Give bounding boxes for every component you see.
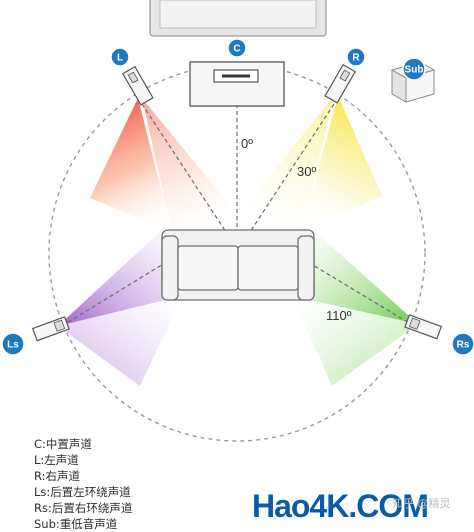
legend-item: Sub:重低音声道 xyxy=(34,517,118,531)
legend-item: C:中置声道 xyxy=(34,437,92,451)
badge-ls-label: Ls xyxy=(7,340,19,351)
badge-c: C xyxy=(227,38,247,58)
right-surround-beam xyxy=(292,218,418,324)
angle-side-label: 30º xyxy=(297,164,316,179)
right-surround-beam-lower xyxy=(292,296,418,386)
center-speaker xyxy=(189,61,285,107)
left-surround-speaker xyxy=(31,316,70,342)
watermark-site: 知乎 @精灵 xyxy=(392,497,451,510)
right-beam-inner xyxy=(244,96,334,230)
badge-l: L xyxy=(110,47,130,67)
badge-sub-label: Sub xyxy=(405,65,424,76)
badge-ls: Ls xyxy=(1,332,25,356)
sofa xyxy=(161,229,315,301)
left-beam-inner xyxy=(142,98,232,232)
angle-front-label: 0º xyxy=(241,136,253,151)
angle-rear-label: 110º xyxy=(326,308,352,323)
left-beam xyxy=(90,98,172,232)
badge-l-label: L xyxy=(117,53,123,64)
watermark-brand: Hao4K.COM xyxy=(252,488,429,524)
legend-item: L:左声道 xyxy=(34,453,79,467)
badge-sub: Sub xyxy=(402,57,426,81)
legend-item: R:右声道 xyxy=(34,469,81,483)
left-speaker xyxy=(121,65,154,106)
badge-rs-label: Rs xyxy=(457,340,470,351)
legend-item: Rs:后置右环绕声道 xyxy=(34,501,133,515)
channel-legend: C:中置声道 L:左声道 R:右声道 Ls:后置左环绕声道 Rs:后置右环绕声道… xyxy=(34,436,132,532)
legend-item: Ls:后置左环绕声道 xyxy=(34,485,131,499)
left-surround-beam xyxy=(58,218,182,326)
badge-rs: Rs xyxy=(451,332,474,356)
badge-c-label: C xyxy=(233,44,240,55)
right-beam xyxy=(302,96,382,230)
badge-r: R xyxy=(346,47,366,67)
tv-screen xyxy=(149,0,327,37)
right-surround-speaker xyxy=(404,314,443,340)
right-speaker xyxy=(324,63,357,104)
badge-r-label: R xyxy=(352,53,360,64)
listening-circle xyxy=(48,64,426,442)
left-surround-beam-lower xyxy=(58,296,182,386)
